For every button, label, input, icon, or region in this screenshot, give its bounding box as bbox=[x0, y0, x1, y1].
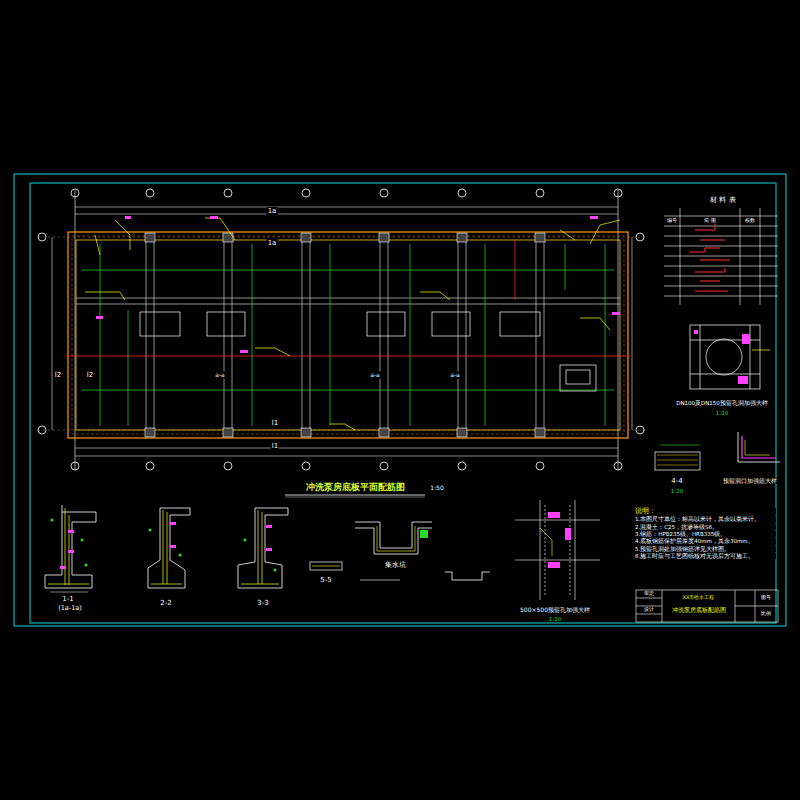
beam-lines bbox=[76, 240, 620, 430]
scale: 1:20 bbox=[548, 616, 562, 622]
note-line: 5.预留孔洞处加强钢筋详见大样图。 bbox=[634, 546, 776, 552]
axis-dim: 1a bbox=[267, 207, 278, 215]
material-table: 材 料 表 bbox=[664, 208, 778, 305]
axis-dim: l1 bbox=[271, 419, 279, 427]
dimension-lines bbox=[38, 190, 645, 470]
leader-lines bbox=[85, 218, 620, 430]
detail-name: DN100及DN150预留孔洞加强大样 bbox=[675, 400, 769, 406]
section-mark: a-a bbox=[449, 372, 461, 379]
column bbox=[145, 233, 545, 437]
note-line: 1.本图尺寸单位：标高以米计，其余以毫米计。 bbox=[634, 516, 776, 522]
section-5-5 bbox=[310, 562, 342, 570]
section-name: 集水坑 bbox=[384, 562, 407, 569]
opening-detail-500 bbox=[515, 500, 600, 600]
section-name: 5-5 bbox=[319, 576, 332, 584]
section-name: 4-4 bbox=[670, 477, 683, 485]
detail-name: 预留洞口加强筋大样 bbox=[722, 478, 778, 484]
leader-line bbox=[752, 350, 770, 351]
scale: 1:20 bbox=[715, 410, 729, 416]
section-line bbox=[66, 356, 630, 357]
title-block-cell: 图号 bbox=[760, 595, 772, 600]
title-underline bbox=[285, 497, 425, 498]
axis-dim: l2 bbox=[86, 371, 94, 379]
drawing-title: 冲洗泵房底板平面配筋图 bbox=[305, 483, 406, 493]
title-block-cell: 比例 bbox=[760, 611, 772, 616]
section-name: 3-3 bbox=[256, 599, 269, 607]
scale: 1:20 bbox=[670, 488, 684, 494]
note-line: 6.施工时应与工艺图纸核对无误后方可施工。 bbox=[634, 553, 776, 559]
section-mark: a-a bbox=[369, 372, 381, 379]
section-1-1 bbox=[45, 505, 96, 592]
section-mark: a-a bbox=[214, 372, 226, 379]
note-line: 4.底板钢筋保护层厚度40mm，其余30mm。 bbox=[634, 538, 776, 544]
title-block-cell: 设计 bbox=[643, 607, 655, 612]
title-block-cell: 审定 bbox=[643, 591, 655, 596]
title-block-grid bbox=[636, 590, 778, 622]
opening-detail bbox=[690, 325, 760, 389]
axis-dim: l1 bbox=[271, 442, 279, 450]
sheet-frame bbox=[14, 174, 786, 626]
section-name: 2-2 bbox=[159, 599, 172, 607]
table-cell: 简 图 bbox=[703, 218, 716, 223]
axis-dim: l2 bbox=[54, 371, 62, 379]
wall-outline bbox=[68, 232, 628, 438]
rebar-marks bbox=[694, 330, 750, 384]
axis-dim: 1a bbox=[267, 239, 278, 247]
rebar-marks bbox=[96, 216, 620, 353]
section-3-3 bbox=[238, 508, 288, 588]
note-line: 3.钢筋：HPB235级、HRB335级。 bbox=[634, 531, 776, 537]
table-cell: 根数 bbox=[744, 218, 756, 223]
title-underline bbox=[285, 495, 425, 496]
sump-pit bbox=[355, 522, 490, 580]
rebar-shape bbox=[690, 222, 730, 291]
notes-block: 说明：1.本图尺寸单位：标高以米计，其余以毫米计。 2.混凝土：C25，抗渗等级S… bbox=[634, 508, 776, 559]
rebar-lines bbox=[82, 244, 614, 426]
detail-name: 500×500预留孔加强大样 bbox=[519, 607, 591, 614]
table-grid bbox=[664, 208, 778, 305]
node-heading: 材 料 表 bbox=[666, 196, 780, 204]
node-heading: XX市给水工程 bbox=[664, 594, 733, 600]
node-text: 冲洗泵房底板配筋图 bbox=[664, 607, 733, 614]
notes-heading: 说明： bbox=[634, 508, 776, 515]
opening bbox=[140, 312, 596, 391]
corner-detail bbox=[738, 432, 780, 462]
grid-bubbles bbox=[38, 189, 644, 470]
title-block: XX市给水工程冲洗泵房底板配筋图 bbox=[662, 590, 735, 622]
section-name: (1a-1a) bbox=[57, 605, 83, 612]
table-cell: 编号 bbox=[666, 218, 678, 223]
scale: 1:50 bbox=[429, 485, 444, 492]
inner-frame bbox=[30, 183, 776, 623]
section-name: 1-1 bbox=[61, 595, 74, 603]
note-line: 2.混凝土：C25，抗渗等级S6。 bbox=[634, 524, 776, 530]
section-4-4 bbox=[655, 445, 700, 470]
section-2-2 bbox=[148, 508, 190, 588]
